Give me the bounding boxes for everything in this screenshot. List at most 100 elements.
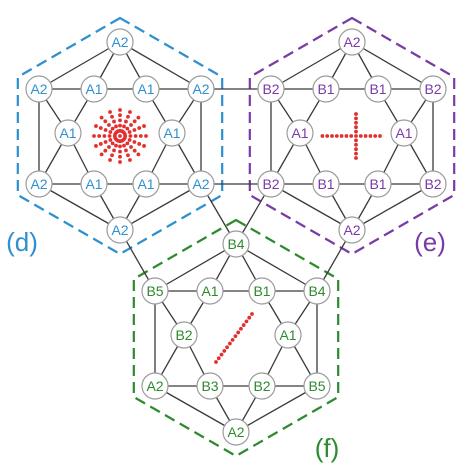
node-circle-d-5 [54, 119, 82, 147]
node-d-8: A1 [80, 170, 108, 198]
node-circle-f-5 [170, 321, 198, 349]
star-dot-39 [126, 153, 130, 158]
edge-d-20 [38, 183, 121, 231]
node-circle-f-11 [222, 418, 250, 446]
diagonal-dot-13 [250, 312, 254, 316]
node-d-7: A2 [25, 170, 53, 198]
node-d-4: A2 [187, 75, 215, 103]
edge-f-18 [154, 243, 237, 292]
star-dot-38 [124, 148, 128, 153]
star-dot-74 [127, 130, 132, 134]
node-circle-e-3 [364, 75, 392, 103]
node-label-f-0: B4 [227, 236, 244, 252]
node-label-f-5: B2 [175, 327, 192, 343]
cross-dot-7 [354, 134, 358, 138]
node-f-2: A1 [196, 277, 224, 305]
star-dot-28 [129, 145, 133, 149]
diagonal-dot-2 [219, 352, 224, 357]
node-d-11: A2 [106, 216, 134, 244]
star-dot-49 [118, 154, 122, 159]
node-label-e-3: B1 [369, 81, 386, 97]
edge-d-19 [119, 41, 202, 90]
star-dot-22 [103, 119, 108, 124]
node-f-3: B1 [248, 277, 276, 305]
diagonal-dot-6 [230, 337, 235, 342]
star-dot-44 [118, 123, 122, 128]
edge-e-18 [270, 41, 353, 90]
edge-f-19 [235, 243, 318, 292]
diagonal-dot-5 [227, 341, 232, 346]
node-label-e-9: B1 [369, 176, 386, 192]
node-circle-d-2 [80, 75, 108, 103]
cross-dot-17 [354, 129, 358, 134]
star-dot-50 [118, 160, 122, 164]
star-dot-57 [114, 143, 118, 148]
diagonal-dot-7 [233, 334, 238, 339]
star-dot-21 [99, 115, 104, 120]
node-circle-f-4 [303, 277, 331, 305]
node-label-d-0: A2 [111, 34, 128, 50]
star-dot-17 [127, 138, 132, 142]
star-dot-32 [110, 114, 114, 119]
cross-dot-15 [354, 120, 358, 125]
star-dot-37 [122, 143, 126, 148]
node-e-8: B1 [312, 170, 340, 198]
node-circle-e-10 [419, 170, 447, 198]
node-d-3: A1 [132, 75, 160, 103]
diagonal-dot-4 [225, 345, 229, 350]
node-label-e-5: A1 [291, 125, 308, 141]
node-label-d-2: A1 [85, 81, 102, 97]
star-dot-2 [102, 134, 107, 138]
star-dot-68 [107, 145, 111, 149]
node-circle-f-0 [222, 230, 250, 258]
node-circle-e-1 [257, 75, 285, 103]
node-label-e-10: B2 [424, 176, 441, 192]
cross-dot-13 [354, 112, 358, 116]
node-e-1: B2 [257, 75, 285, 103]
edge-e-21 [351, 183, 434, 231]
node-circle-d-10 [187, 170, 215, 198]
node-label-e-8: B1 [317, 176, 334, 192]
star-dot-73 [132, 128, 137, 132]
star-dot-67 [110, 141, 115, 146]
node-e-0: A2 [338, 28, 366, 56]
node-circle-d-7 [25, 170, 53, 198]
node-circle-d-8 [80, 170, 108, 198]
star-dot-77 [108, 138, 113, 142]
node-d-2: A1 [80, 75, 108, 103]
node-label-d-4: A2 [192, 81, 209, 97]
star-dot-3 [107, 134, 112, 138]
cross-dot-4 [339, 134, 344, 138]
star-dot-10 [144, 134, 148, 138]
star-dot-75 [122, 132, 127, 136]
diagonal-dot-8 [236, 330, 241, 335]
node-label-d-7: A2 [30, 176, 47, 192]
star-dot-7 [128, 134, 133, 138]
node-circle-f-6 [274, 321, 302, 349]
node-circle-f-1 [141, 277, 169, 305]
node-label-f-3: B1 [253, 283, 270, 299]
node-e-6: A1 [390, 119, 418, 147]
node-label-f-1: B5 [146, 283, 163, 299]
node-label-e-2: B1 [317, 81, 334, 97]
node-circle-e-7 [257, 170, 285, 198]
star-dot-24 [110, 126, 115, 131]
star-dot-59 [110, 153, 114, 158]
cross-dot-2 [330, 134, 334, 138]
star-dot-29 [132, 148, 137, 153]
node-f-8: B3 [196, 372, 224, 400]
star-dot-18 [132, 140, 137, 144]
node-d-0: A2 [106, 28, 134, 56]
node-circle-f-8 [196, 372, 224, 400]
node-circle-f-7 [141, 372, 169, 400]
star-dot-20 [142, 144, 146, 148]
node-f-4: B4 [303, 277, 331, 305]
cross-dot-5 [344, 134, 349, 138]
node-f-5: B2 [170, 321, 198, 349]
node-d-6: A1 [158, 119, 186, 147]
node-circle-d-11 [106, 216, 134, 244]
star-dot-23 [107, 123, 111, 127]
star-dot-53 [124, 119, 128, 124]
star-dot-43 [118, 118, 122, 123]
